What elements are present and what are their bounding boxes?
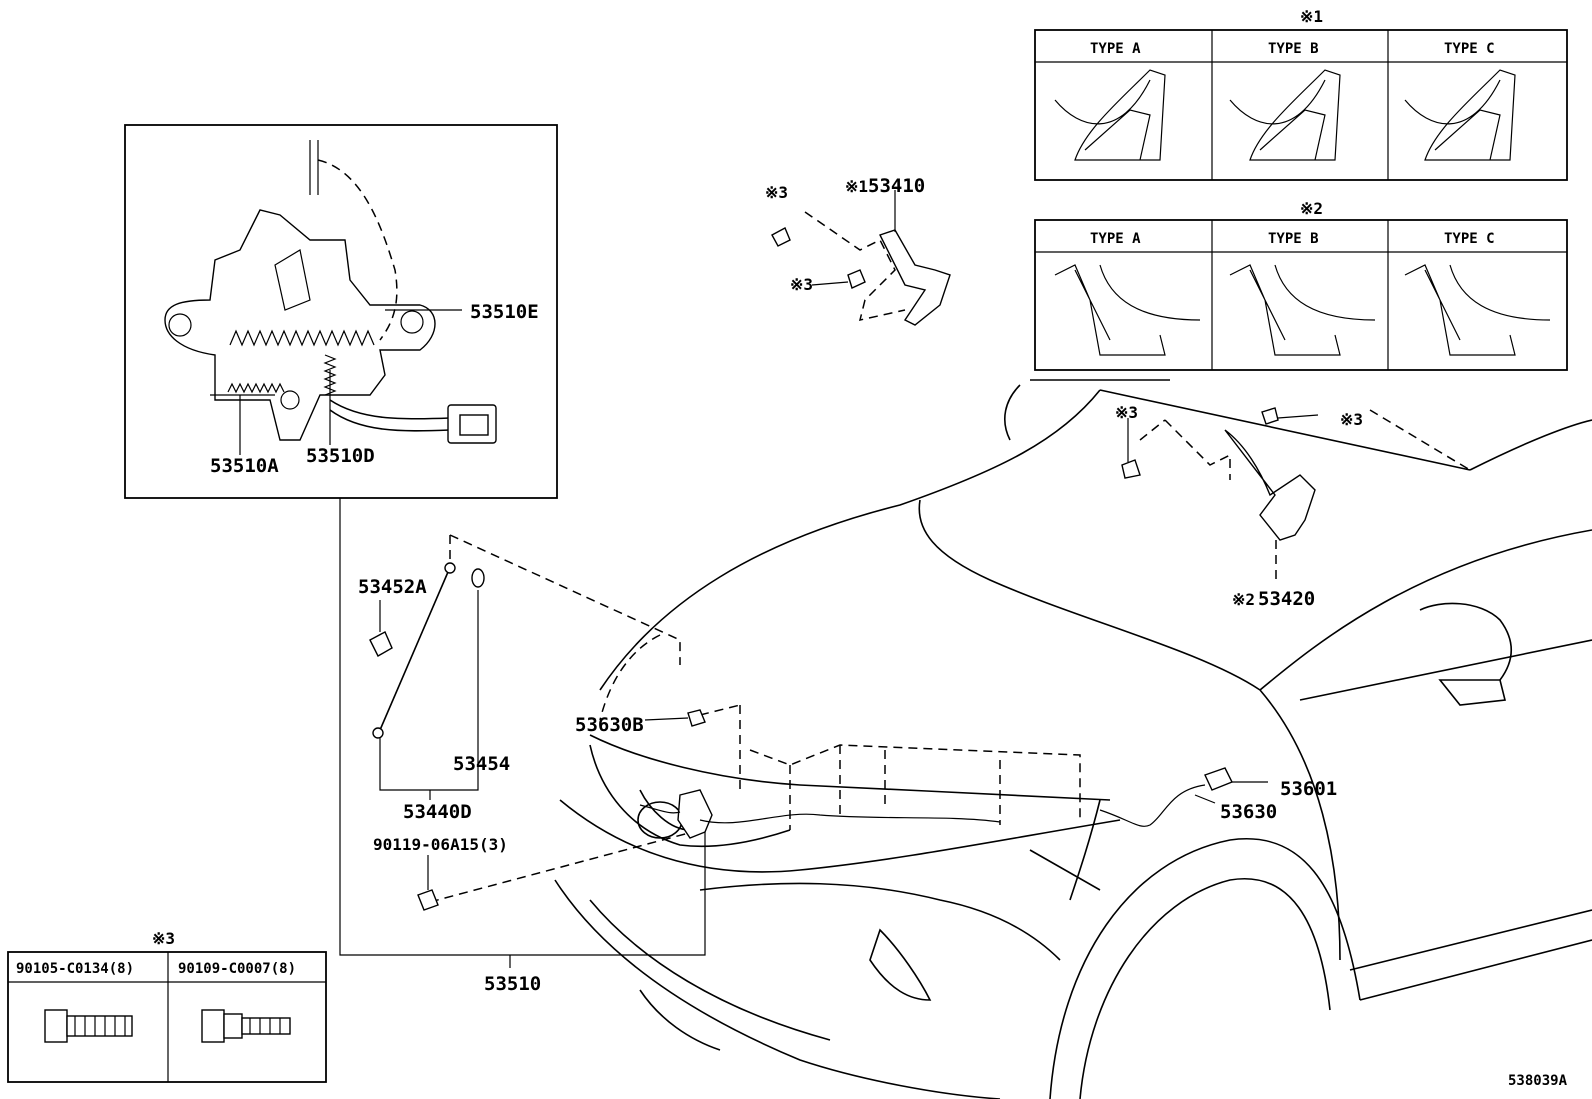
label-note3-mark-b: ※3: [790, 275, 813, 294]
type-table-note2: [1034, 219, 1568, 371]
table1-type-b: TYPE B: [1268, 41, 1319, 57]
label-90119-06A15: 90119-06A15(3): [373, 835, 508, 854]
table2-type-a: TYPE A: [1090, 231, 1141, 247]
hood-support-rod: [369, 562, 485, 739]
hood-hinge-left: [771, 190, 951, 326]
type-table-note1: [1034, 29, 1568, 181]
label-53510D: 53510D: [306, 445, 375, 467]
type-table-text: ※1 TYPE A TYPE B TYPE C ※2 TYPE A TYPE B…: [16, 7, 1495, 977]
label-note2-mark: ※2: [1232, 590, 1255, 609]
bolt-col-90109: 90109-C0007(8): [178, 961, 296, 977]
figure-code: 538039A: [1508, 1073, 1568, 1089]
bolt-table-mark: ※3: [152, 929, 175, 948]
label-note3-mark-c: ※3: [1115, 403, 1138, 422]
table1-type-c: TYPE C: [1444, 41, 1495, 57]
type-b-hinge-shape-2: [1229, 264, 1376, 356]
label-53630B: 53630B: [575, 714, 644, 736]
label-53510: 53510: [484, 973, 541, 995]
label-53510E: 53510E: [470, 301, 539, 323]
label-53420: 53420: [1258, 588, 1315, 610]
label-note3-mark-a: ※3: [765, 183, 788, 202]
flange-bolt-90109-icon: [201, 1009, 291, 1043]
label-note1-mark: ※1: [845, 177, 868, 196]
label-53440D: 53440D: [403, 801, 472, 823]
type-a-hinge-shape-1: [1054, 69, 1166, 161]
type-c-hinge-shape-1: [1404, 69, 1516, 161]
label-53410: 53410: [868, 175, 925, 197]
part-number-labels: 53510E 53510A 53510D 53452A 53454 53440D…: [210, 175, 1568, 1089]
vehicle-front-outline: [554, 379, 1592, 1099]
label-53510A: 53510A: [210, 455, 279, 477]
assembly-bracket-lines: [339, 498, 706, 968]
table1-mark: ※1: [1300, 7, 1323, 26]
hood-lock-detail-box: [124, 124, 558, 499]
table1-type-a: TYPE A: [1090, 41, 1141, 57]
label-53454: 53454: [453, 753, 510, 775]
flange-bolt-90105-icon: [44, 1009, 133, 1043]
table2-type-b: TYPE B: [1268, 231, 1319, 247]
hood-lock-assembly: [417, 709, 1268, 911]
label-53452A: 53452A: [358, 576, 427, 598]
type-b-hinge-shape-1: [1229, 69, 1341, 161]
label-53630: 53630: [1220, 801, 1277, 823]
reference-dashed-lines: [429, 211, 1471, 903]
label-53601: 53601: [1280, 778, 1337, 800]
bolt-col-90105: 90105-C0134(8): [16, 961, 134, 977]
table2-type-c: TYPE C: [1444, 231, 1495, 247]
label-note3-mark-d: ※3: [1340, 410, 1363, 429]
hood-hinge-right: [1121, 407, 1319, 585]
table2-mark: ※2: [1300, 199, 1323, 218]
type-c-hinge-shape-2: [1404, 264, 1551, 356]
type-a-hinge-shape-2: [1054, 264, 1201, 356]
bolt-table: [7, 951, 327, 1083]
